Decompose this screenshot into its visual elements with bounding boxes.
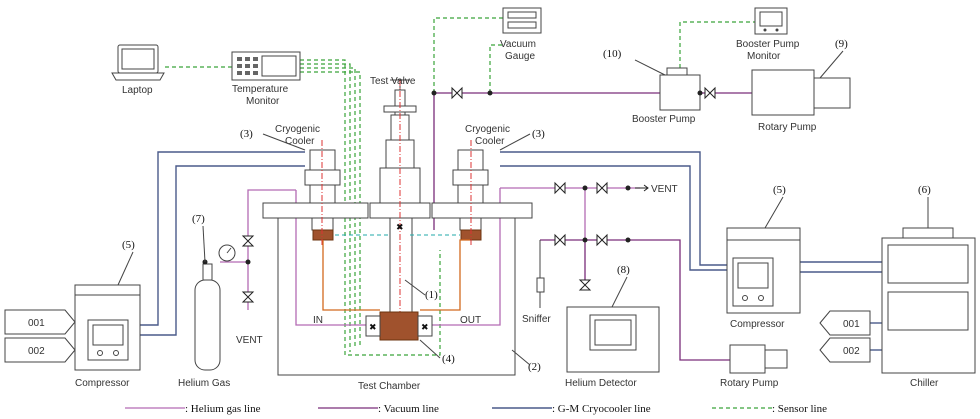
marker-10: (10) [603,48,622,60]
label-helium-detector: Helium Detector [565,378,637,389]
marker-7: (7) [192,213,205,225]
marker-3-left: (3) [240,128,253,140]
leader-lines [117,50,929,366]
helium-detector [566,306,660,373]
legend-vacuum: : Vacuum line [378,403,439,415]
compressor-left [74,284,141,371]
label-cryogenic-cooler-right-2: Cooler [475,136,505,147]
label-laptop: Laptop [122,85,153,96]
marker-5-right: (5) [773,184,786,196]
marker-5-left: (5) [122,239,135,251]
svg-text:✖: ✖ [369,322,377,332]
label-helium-gas: Helium Gas [178,378,230,389]
label-rotary-pump-top: Rotary Pump [758,122,817,133]
legend-helium: : Helium gas line [185,403,261,415]
marker-3-right: (3) [532,128,545,140]
label-vacuum-gauge-line2: Gauge [505,51,535,62]
rotary-pump-top [751,69,851,116]
test-chamber: ✖ ✖ ✖ [262,79,533,376]
temperature-monitor [231,51,301,81]
label-temperature-monitor-line2: Monitor [246,96,280,107]
helium-lines [220,187,640,326]
chiller [881,227,976,374]
marker-4: (4) [442,353,455,365]
label-cryogenic-cooler-right-1: Cryogenic [465,124,510,135]
label-vent-right: VENT [651,184,678,195]
booster-pump [659,67,701,111]
rotary-pump-bottom [729,344,788,374]
label-booster-monitor-line2: Monitor [747,51,781,62]
gas-tank-002-right [819,337,871,363]
vacuum-gauge [502,7,542,34]
compressor-right [726,227,801,314]
legend-gm: : G-M Cryocooler line [552,403,651,415]
gm-cryocooler-lines [140,151,882,351]
label-sniffer: Sniffer [522,314,551,325]
label-booster-monitor-line1: Booster Pump [736,39,800,50]
label-vacuum-gauge-line1: Vacuum [500,39,536,50]
helium-gas-cylinder [194,244,236,371]
label-vent-left: VENT [236,335,263,346]
label-booster-pump: Booster Pump [632,114,696,125]
label-cryogenic-cooler-left-1: Cryogenic [275,124,320,135]
label-compressor-right: Compressor [730,319,785,330]
labels: Laptop Temperature Monitor Test Valve Va… [28,39,939,392]
booster-pump-monitor [754,7,788,35]
label-test-chamber: Test Chamber [358,381,421,392]
gas-tank-002-left [4,337,76,363]
marker-2: (2) [528,361,541,373]
marker-9: (9) [835,38,848,50]
svg-text:✖: ✖ [396,222,404,232]
label-cryogenic-cooler-left-2: Cooler [285,136,315,147]
legend: : Helium gas line : Vacuum line : G-M Cr… [125,403,827,415]
label-tank-002-left: 002 [28,346,45,357]
marker-8: (8) [617,264,630,276]
label-tank-002-right: 002 [843,346,860,357]
label-chiller: Chiller [910,378,939,389]
label-compressor-left: Compressor [75,378,130,389]
label-in: IN [313,315,323,326]
marker-6: (6) [918,184,931,196]
sensor-lines [165,17,755,356]
svg-text:✖: ✖ [421,322,429,332]
label-temperature-monitor-line1: Temperature [232,84,289,95]
label-rotary-pump-bottom: Rotary Pump [720,378,779,389]
valve-icon [241,86,716,303]
label-tank-001-left: 001 [28,318,45,329]
legend-sensor: : Sensor line [772,403,827,415]
label-test-valve: Test Valve [370,76,416,87]
number-markers: (1) (2) (3) (3) (4) (5) (5) (6) (7) (8) … [122,38,931,373]
gas-tank-001-left [4,309,76,335]
marker-1: (1) [425,289,438,301]
label-out: OUT [460,315,481,326]
laptop-icon [111,44,165,81]
sniffer [536,240,545,308]
label-tank-001-right: 001 [843,319,860,330]
gas-tank-001-right [819,310,871,336]
